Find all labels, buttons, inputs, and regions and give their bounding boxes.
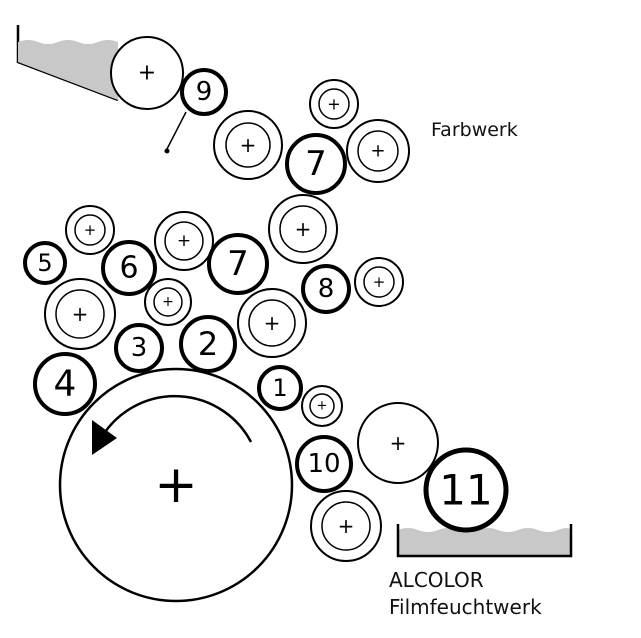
dampening-roller-small: + bbox=[301, 385, 343, 427]
ductor-pivot bbox=[164, 148, 170, 154]
rotation-arrow-head bbox=[92, 420, 117, 455]
dampening-brand-label: ALCOLOR bbox=[389, 568, 484, 592]
distributor-roller-left: + bbox=[213, 110, 283, 180]
svg-text:9: 9 bbox=[196, 77, 213, 107]
roller-11: 11 bbox=[423, 447, 509, 533]
roller-left-large: + bbox=[44, 278, 116, 350]
dampening-trough-fill bbox=[398, 528, 571, 556]
roller-10: 10 bbox=[295, 435, 353, 493]
ductor-lever bbox=[166, 111, 187, 150]
roller-center-upper: + bbox=[154, 211, 214, 271]
plate-cylinder: + bbox=[58, 367, 294, 603]
svg-text:7: 7 bbox=[227, 244, 249, 284]
svg-text:+: + bbox=[84, 221, 97, 239]
svg-text:+: + bbox=[338, 514, 355, 538]
svg-text:+: + bbox=[177, 231, 191, 251]
ink-fountain-fill bbox=[18, 40, 118, 100]
svg-text:+: + bbox=[264, 311, 281, 335]
svg-text:+: + bbox=[370, 141, 385, 162]
dampening-metering-roller: + bbox=[357, 402, 439, 484]
roller-right-small: + bbox=[354, 257, 404, 307]
dampening-unit-label: Filmfeuchtwerk bbox=[389, 595, 542, 619]
svg-text:2: 2 bbox=[198, 325, 218, 363]
svg-text:8: 8 bbox=[318, 274, 335, 304]
svg-text:10: 10 bbox=[307, 449, 340, 479]
svg-text:+: + bbox=[317, 399, 328, 414]
roller-right-large: + bbox=[237, 288, 307, 358]
dampening-trough bbox=[396, 524, 573, 558]
dampening-roller-bottom: + bbox=[310, 490, 382, 562]
svg-text:5: 5 bbox=[37, 249, 52, 277]
svg-text:+: + bbox=[240, 133, 257, 157]
svg-text:11: 11 bbox=[439, 466, 492, 515]
plus-icon: + bbox=[138, 61, 156, 86]
inking-unit-label: Farbwerk bbox=[431, 119, 518, 141]
fountain-roller bbox=[110, 36, 184, 110]
distributor-roller-mid: + bbox=[268, 194, 338, 264]
roller-4: 4 bbox=[33, 352, 97, 416]
roller-3: 3 bbox=[114, 323, 164, 373]
roller-1: 1 bbox=[257, 365, 303, 411]
svg-text:6: 6 bbox=[119, 251, 138, 286]
svg-text:7: 7 bbox=[305, 144, 327, 184]
svg-text:+: + bbox=[327, 95, 340, 114]
svg-text:+: + bbox=[295, 217, 312, 241]
roller-7-top: 7 bbox=[285, 133, 347, 195]
roller-small-center: + bbox=[144, 278, 192, 326]
svg-text:4: 4 bbox=[54, 364, 77, 405]
distributor-roller-top: + bbox=[309, 79, 359, 129]
roller-6: 6 bbox=[101, 240, 157, 296]
svg-text:+: + bbox=[162, 294, 174, 310]
distributor-roller-right: + bbox=[346, 119, 410, 183]
svg-text:1: 1 bbox=[272, 374, 287, 402]
roller-2: 2 bbox=[179, 315, 237, 373]
roller-9: 9 bbox=[180, 68, 228, 116]
svg-text:3: 3 bbox=[131, 333, 148, 363]
roller-5: 5 bbox=[23, 241, 67, 285]
roller-7-middle: 7 bbox=[207, 233, 269, 295]
roller-8: 8 bbox=[301, 264, 351, 314]
svg-text:+: + bbox=[72, 302, 89, 326]
plus-icon: + bbox=[154, 455, 198, 515]
svg-text:+: + bbox=[373, 273, 386, 291]
rotation-arrow-arc bbox=[101, 394, 253, 443]
svg-text:+: + bbox=[390, 431, 407, 455]
roller-small-top-left: + bbox=[65, 205, 115, 255]
